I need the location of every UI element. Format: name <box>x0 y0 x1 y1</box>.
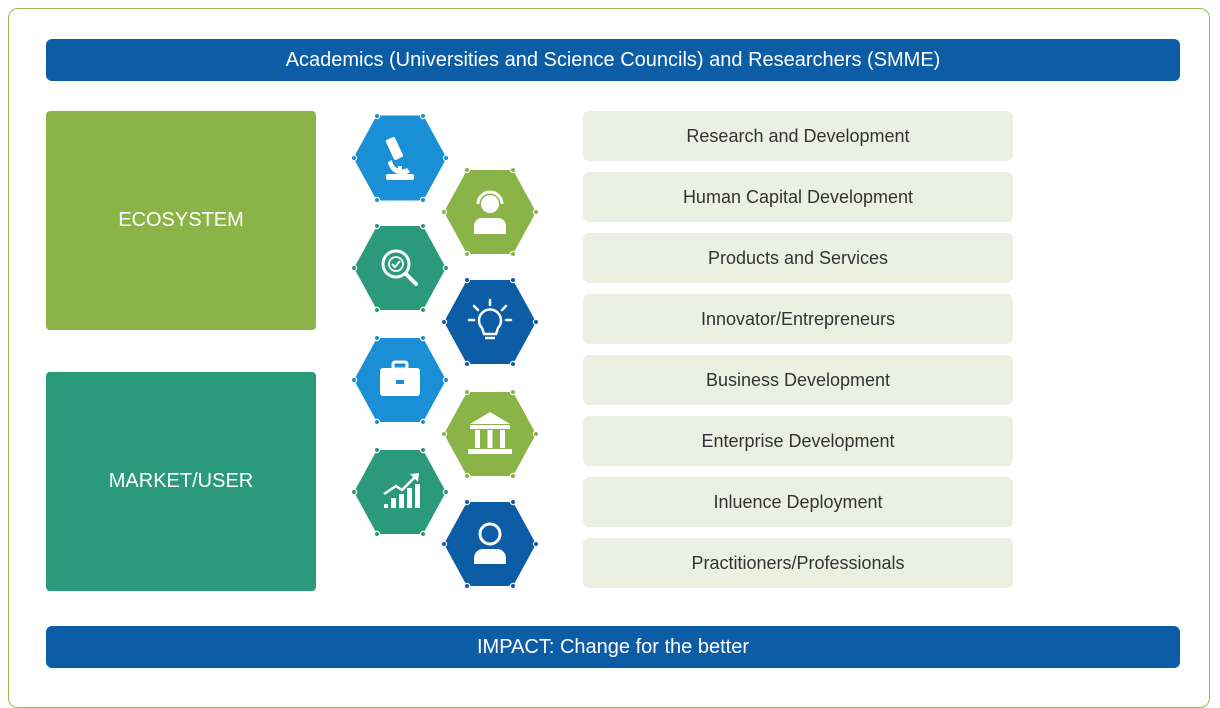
header-banner: Academics (Universities and Science Coun… <box>46 39 1180 81</box>
microscope-icon <box>350 112 450 204</box>
item-label: Inluence Deployment <box>713 491 883 512</box>
growth-chart-icon <box>350 446 450 538</box>
briefcase-icon <box>350 334 450 426</box>
list-item: Inluence Deployment <box>583 477 1013 527</box>
list-item: Business Development <box>583 355 1013 405</box>
item-label: Human Capital Development <box>682 186 914 207</box>
activity-list: Research and Development Human Capital D… <box>583 111 1013 599</box>
list-item: Human Capital Development <box>583 172 1013 222</box>
list-item: Research and Development <box>583 111 1013 161</box>
list-item: Enterprise Development <box>583 416 1013 466</box>
list-item: Innovator/Entrepreneurs <box>583 294 1013 344</box>
item-label: Innovator/Entrepreneurs <box>700 308 896 329</box>
lightbulb-icon <box>440 276 540 368</box>
item-label: Enterprise Development <box>701 430 895 451</box>
list-item: Products and Services <box>583 233 1013 283</box>
footer-banner: IMPACT: Change for the better <box>46 626 1180 668</box>
government-building-icon <box>440 388 540 480</box>
market-user-label: MARKET/USER <box>108 470 254 492</box>
header-label: Academics (Universities and Science Coun… <box>285 48 941 71</box>
item-label: Research and Development <box>686 125 910 146</box>
ecosystem-label: ECOSYSTEM <box>118 209 244 231</box>
footer-label: IMPACT: Change for the better <box>477 635 749 658</box>
ecosystem-block: ECOSYSTEM <box>46 111 316 330</box>
market-user-block: MARKET/USER <box>46 372 316 591</box>
user-profile-icon <box>440 498 540 590</box>
list-item: Practitioners/Professionals <box>583 538 1013 588</box>
icon-hexagon-cluster <box>340 98 560 598</box>
person-with-headset-icon <box>440 166 540 258</box>
item-label: Business Development <box>705 369 891 390</box>
item-label: Products and Services <box>707 247 889 268</box>
item-label: Practitioners/Professionals <box>691 552 905 573</box>
magnifier-check-icon <box>350 222 450 314</box>
